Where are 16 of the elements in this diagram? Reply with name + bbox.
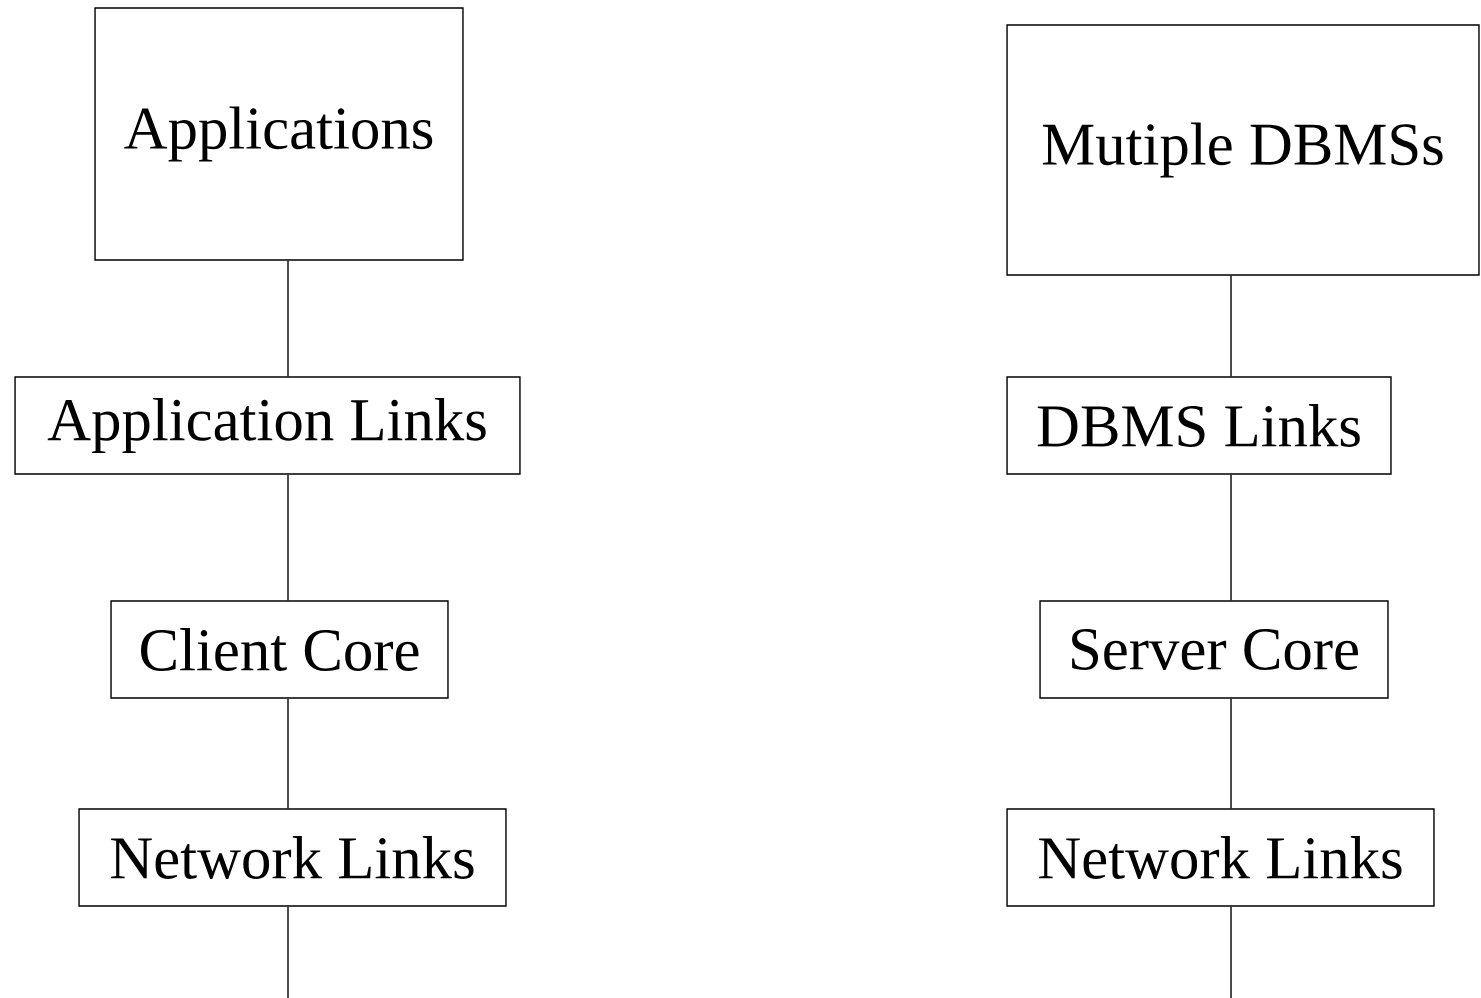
layer-box: Mutiple DBMSs — [1006, 24, 1480, 276]
connector-line — [1230, 906, 1232, 998]
connector-line — [1230, 274, 1232, 377]
layer-box: Network Links — [78, 808, 507, 907]
connector-line — [287, 698, 289, 810]
connector-line — [287, 474, 289, 602]
connector-line — [1230, 698, 1232, 810]
layer-box: Network Links — [1006, 808, 1435, 907]
layer-box: Applications — [94, 7, 464, 261]
layer-box: DBMS Links — [1006, 376, 1392, 475]
connector-line — [1230, 474, 1232, 602]
connector-line — [287, 906, 289, 998]
layer-box: Application Links — [14, 376, 521, 475]
connector-line — [287, 260, 289, 377]
layer-box: Server Core — [1039, 600, 1389, 699]
layer-box: Client Core — [110, 600, 449, 699]
